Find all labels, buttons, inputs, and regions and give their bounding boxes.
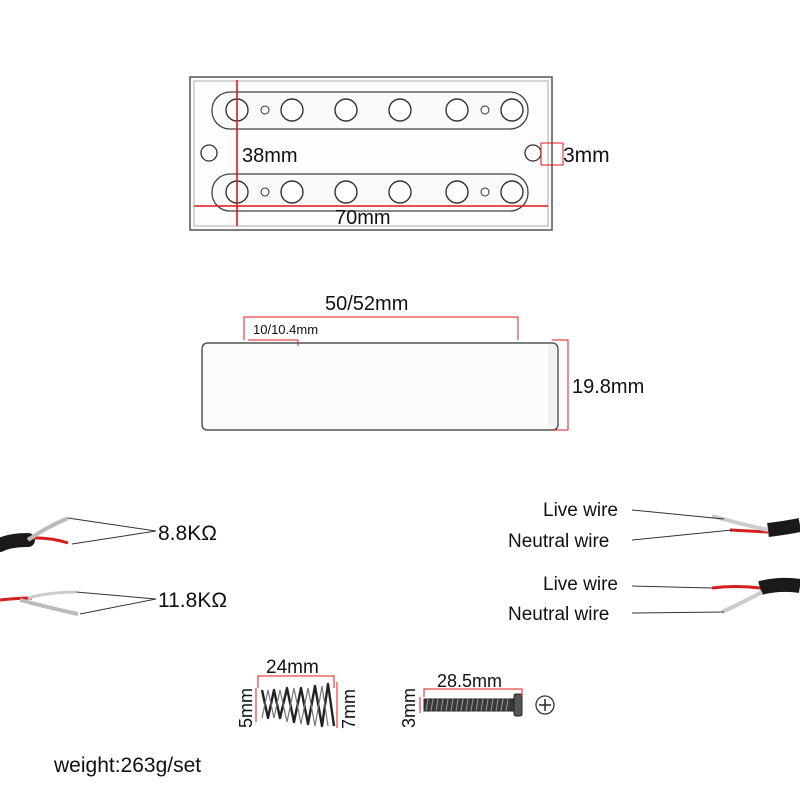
bridge-lead: 11.8KΩ [0,589,227,616]
screw-length-label: 28.5mm [437,671,502,691]
upper-neutral-leader [631,529,733,541]
spring-small-dia-label: 5mm [236,688,256,728]
bridge-wire-shielded [19,598,79,616]
spring-part: 24mm 5mm 7mm [236,657,359,729]
pole-piece [445,180,469,204]
neck-wire-shielded [26,516,69,542]
lower-live-label: Live wire [543,574,618,595]
side-length-label: 50/52mm [325,293,408,315]
pole-screw-small [260,105,270,115]
neck-leader [71,530,157,545]
spring-length-bracket [257,675,335,688]
spring-large-dia-label: 7mm [339,689,359,729]
neck-resistance-label: 8.8KΩ [158,522,217,545]
pole-piece [500,180,524,204]
lower-wire-shielded [721,590,763,614]
bridge-wire-shielded-2 [27,590,77,600]
pole-piece [388,98,412,122]
pole-piece [334,98,358,122]
spring-length-label: 24mm [266,657,319,678]
pickup-top-inner [193,80,549,227]
lower-live-leader [631,585,713,589]
screw-threads [425,698,509,712]
side-view: 50/52mm 10/10.4mm 19.8mm [201,293,644,431]
lower-cable-black [758,577,800,595]
upper-live-leader [631,509,725,520]
upper-cable-black [767,518,800,537]
neck-leader [67,517,157,532]
pole-spacing-label: 10/10.4mm [253,322,318,337]
spring-coil-back [261,685,329,727]
lower-wire-red [711,585,761,590]
neck-lead: 8.8KΩ [0,516,217,552]
side-height-label: 19.8mm [572,376,644,398]
lower-lead: Live wire Neutral wire [508,574,800,625]
pole-piece [280,180,304,204]
pole-spacing-bracket [248,339,299,346]
pickup-side-shadow [548,345,556,428]
hole-size-label: 3mm [563,144,610,167]
mounting-hole-left [200,144,218,162]
bridge-leader [75,591,157,600]
neck-cable-black [0,533,35,552]
bridge-resistance-label: 11.8KΩ [158,589,227,612]
upper-lead: Live wire Neutral wire [508,500,800,552]
upper-neutral-label: Neutral wire [508,531,609,552]
upper-wire-shielded [711,514,769,532]
pole-piece [280,98,304,122]
pole-piece [500,98,524,122]
lower-neutral-leader [631,611,725,614]
hole-dimension-bracket [540,142,564,166]
screw-head [513,693,523,717]
bridge-leader [79,598,157,615]
pole-screw-small [480,187,490,197]
weight-label: weight:263g/set [53,754,201,777]
pole-screw-small [260,187,270,197]
top-view: 38mm 70mm 3mm [189,76,610,231]
screw-dia-label: 3mm [399,688,419,728]
pole-piece [334,180,358,204]
pickup-side-body [201,342,559,431]
mounting-hole-right [524,144,542,162]
lower-neutral-label: Neutral wire [508,604,609,625]
length-dimension-bracket [243,316,519,340]
screw-length-bracket [423,688,523,697]
pole-piece [388,180,412,204]
pole-piece [445,98,469,122]
upper-live-label: Live wire [543,500,618,521]
top-width-label: 70mm [335,207,391,229]
top-height-label: 38mm [242,145,298,167]
screw-part: 28.5mm 3mm [399,671,555,728]
pole-screw-small [480,105,490,115]
bridge-wire-red [0,596,33,602]
height-dimension-bracket [552,339,569,431]
upper-wire-red [729,528,769,534]
